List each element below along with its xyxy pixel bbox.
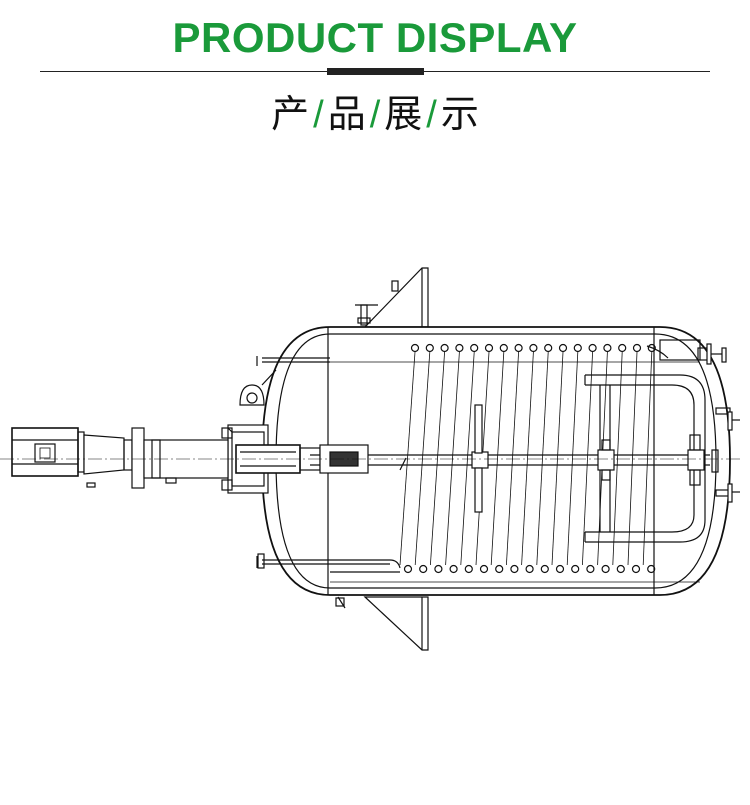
page-header: PRODUCT DISPLAY 产/品/展/示: [0, 0, 750, 150]
coil-pipe-bottom: [586, 564, 595, 574]
support-leg-icon: [355, 267, 429, 328]
inlet-pipe: [256, 356, 265, 569]
heating-coil-icon: [403, 564, 656, 574]
coil-pipe-top: [484, 343, 494, 353]
coil-pipe-bottom: [403, 564, 413, 574]
vessel-icon: [0, 267, 740, 651]
coil-link-line: [536, 351, 549, 566]
coil-pipe-top: [558, 343, 568, 353]
subtitle-char-1: 产: [271, 92, 310, 136]
coil-link-line: [490, 351, 505, 566]
subtitle-separator: /: [426, 94, 437, 136]
subtitle-char-2: 品: [327, 92, 366, 136]
coil-pipe-bottom: [479, 564, 489, 574]
support-leg-icon: [335, 596, 429, 651]
gearbox-icon: [0, 427, 740, 489]
coil-pipe-top: [470, 343, 479, 353]
coil-pipe-top: [573, 343, 582, 353]
motor-icon: [11, 427, 96, 488]
coil-pipe-top: [410, 343, 420, 353]
product-drawing: [0, 150, 750, 800]
subtitle-char-4: 示: [440, 92, 479, 136]
side-nozzles: [711, 407, 740, 503]
subtitle-separator: /: [313, 94, 324, 136]
coil-pipe-bottom: [434, 564, 443, 574]
coil-pipe-top: [632, 343, 642, 353]
top-nozzles: [646, 339, 727, 365]
coil-pipe-top: [425, 343, 434, 353]
coil-link-line: [445, 351, 460, 566]
coil-pipe-bottom: [555, 564, 565, 574]
coil-link-line: [551, 351, 564, 566]
coil-link-line: [414, 351, 431, 566]
coil-link-line: [612, 351, 623, 566]
coil-pipe-bottom: [601, 564, 610, 574]
coil-pipe-top: [618, 343, 627, 353]
vessel-body: [261, 326, 731, 596]
coil-pipe-bottom: [647, 564, 656, 574]
coil-link-line: [582, 351, 593, 566]
coil-pipe-bottom: [419, 564, 428, 574]
coil-pipe-top: [544, 343, 553, 353]
subtitle-separator: /: [369, 94, 381, 136]
agitator-icon: [310, 404, 710, 513]
coil-pipe-bottom: [510, 564, 519, 574]
coil-pipe-top: [455, 343, 464, 353]
coil-pipe-top: [529, 343, 538, 353]
heating-coil-icon: [410, 343, 656, 353]
coil-pipe-top: [588, 343, 597, 353]
page-title: PRODUCT DISPLAY: [172, 14, 578, 61]
coil-pipe-bottom: [571, 564, 580, 574]
coil-link-line: [399, 351, 416, 566]
coil-pipe-top: [603, 343, 612, 353]
heating-coil-lines: [399, 351, 653, 566]
coil-pipe-top: [647, 343, 656, 353]
coil-pipe-bottom: [631, 564, 641, 574]
coil-link-line: [566, 351, 579, 566]
coil-pipe-top: [499, 343, 508, 353]
title-divider-accent: [327, 68, 424, 75]
coil-link-line: [521, 351, 534, 566]
lifting-lug: [239, 369, 277, 406]
coil-pipe-bottom: [449, 564, 458, 574]
coil-link-line: [642, 351, 653, 566]
coil-pipe-top: [440, 343, 449, 353]
page-subtitle: 产/品/展/示: [0, 90, 750, 139]
coil-link-line: [430, 351, 445, 566]
coil-link-line: [627, 351, 638, 566]
coil-link-line: [506, 351, 519, 566]
coil-pipe-top: [514, 343, 523, 353]
coil-link-line: [460, 351, 475, 566]
coil-pipe-bottom: [540, 564, 549, 574]
coil-pipe-bottom: [525, 564, 534, 574]
coil-pipe-bottom: [464, 564, 473, 574]
coil-pipe-bottom: [616, 564, 625, 574]
subtitle-char-3: 展: [384, 92, 423, 136]
coil-pipe-bottom: [495, 564, 504, 574]
